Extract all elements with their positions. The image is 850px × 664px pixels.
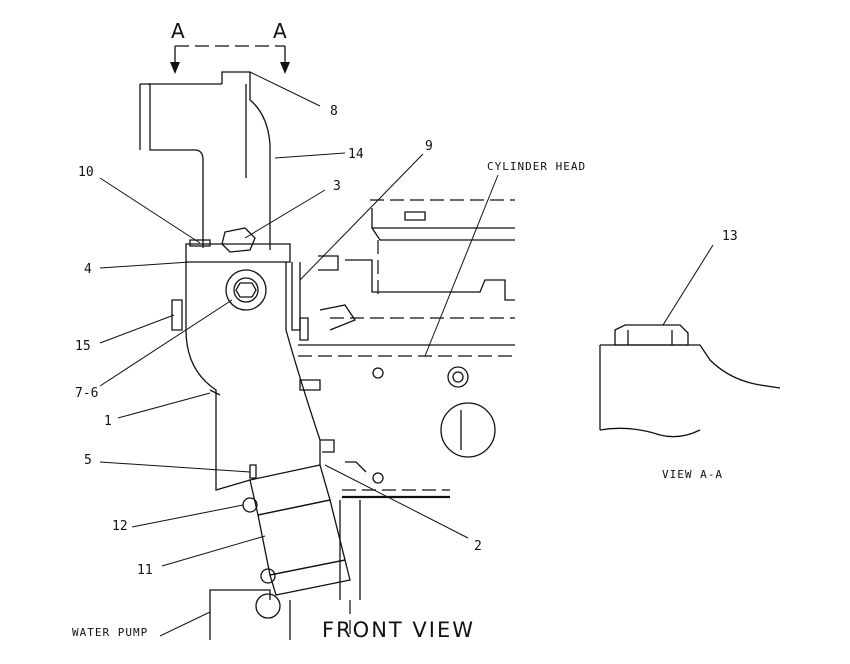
water-pump bbox=[209, 589, 351, 640]
section-mark-left: A bbox=[171, 19, 185, 43]
callout-14: 14 bbox=[348, 147, 364, 162]
clamp-lower bbox=[269, 559, 351, 596]
clip-3 bbox=[221, 227, 256, 253]
callout-10: 10 bbox=[78, 165, 94, 180]
cylinder-head bbox=[298, 199, 515, 499]
section-indicator: A A bbox=[170, 19, 290, 74]
callout-2: 2 bbox=[474, 539, 482, 554]
bolt-head-13 bbox=[614, 324, 689, 346]
leader-lines bbox=[99, 71, 714, 637]
label-view-aa: VIEW A-A bbox=[662, 468, 723, 481]
callout-8: 8 bbox=[330, 104, 338, 119]
label-water-pump: WATER PUMP bbox=[72, 626, 148, 639]
callout-7-6: 7-6 bbox=[75, 386, 98, 401]
callout-12: 12 bbox=[112, 519, 128, 534]
callout-15: 15 bbox=[75, 339, 91, 354]
callout-1: 1 bbox=[104, 414, 112, 429]
caption-labels: CYLINDER HEAD WATER PUMP FRONT VIEW VIEW… bbox=[72, 160, 723, 642]
label-cylinder-head: CYLINDER HEAD bbox=[487, 160, 586, 173]
water-outlet-elbow bbox=[139, 71, 356, 491]
bolt-8 bbox=[221, 71, 251, 84]
hose-11 bbox=[257, 499, 346, 576]
hose-assembly bbox=[242, 464, 361, 600]
view-aa-detail bbox=[599, 324, 781, 438]
bolt-10 bbox=[189, 239, 211, 247]
section-mark-right: A bbox=[273, 19, 287, 43]
clamp-upper bbox=[249, 464, 331, 516]
callout-9: 9 bbox=[425, 139, 433, 154]
section-arrow-stems bbox=[174, 46, 286, 68]
sensor-15 bbox=[171, 299, 183, 331]
callout-3: 3 bbox=[333, 179, 341, 194]
callout-4: 4 bbox=[84, 262, 92, 277]
flange bbox=[185, 243, 291, 263]
callout-11: 11 bbox=[137, 563, 153, 578]
plug-7-6 bbox=[225, 269, 267, 311]
callout-labels: 8 14 9 3 10 4 15 7-6 1 5 12 11 2 13 bbox=[75, 104, 738, 578]
label-front-view: FRONT VIEW bbox=[322, 618, 475, 642]
clamp-screw-12 bbox=[242, 497, 258, 513]
screw-5 bbox=[249, 464, 257, 479]
callout-13: 13 bbox=[722, 229, 738, 244]
callout-5: 5 bbox=[84, 453, 92, 468]
